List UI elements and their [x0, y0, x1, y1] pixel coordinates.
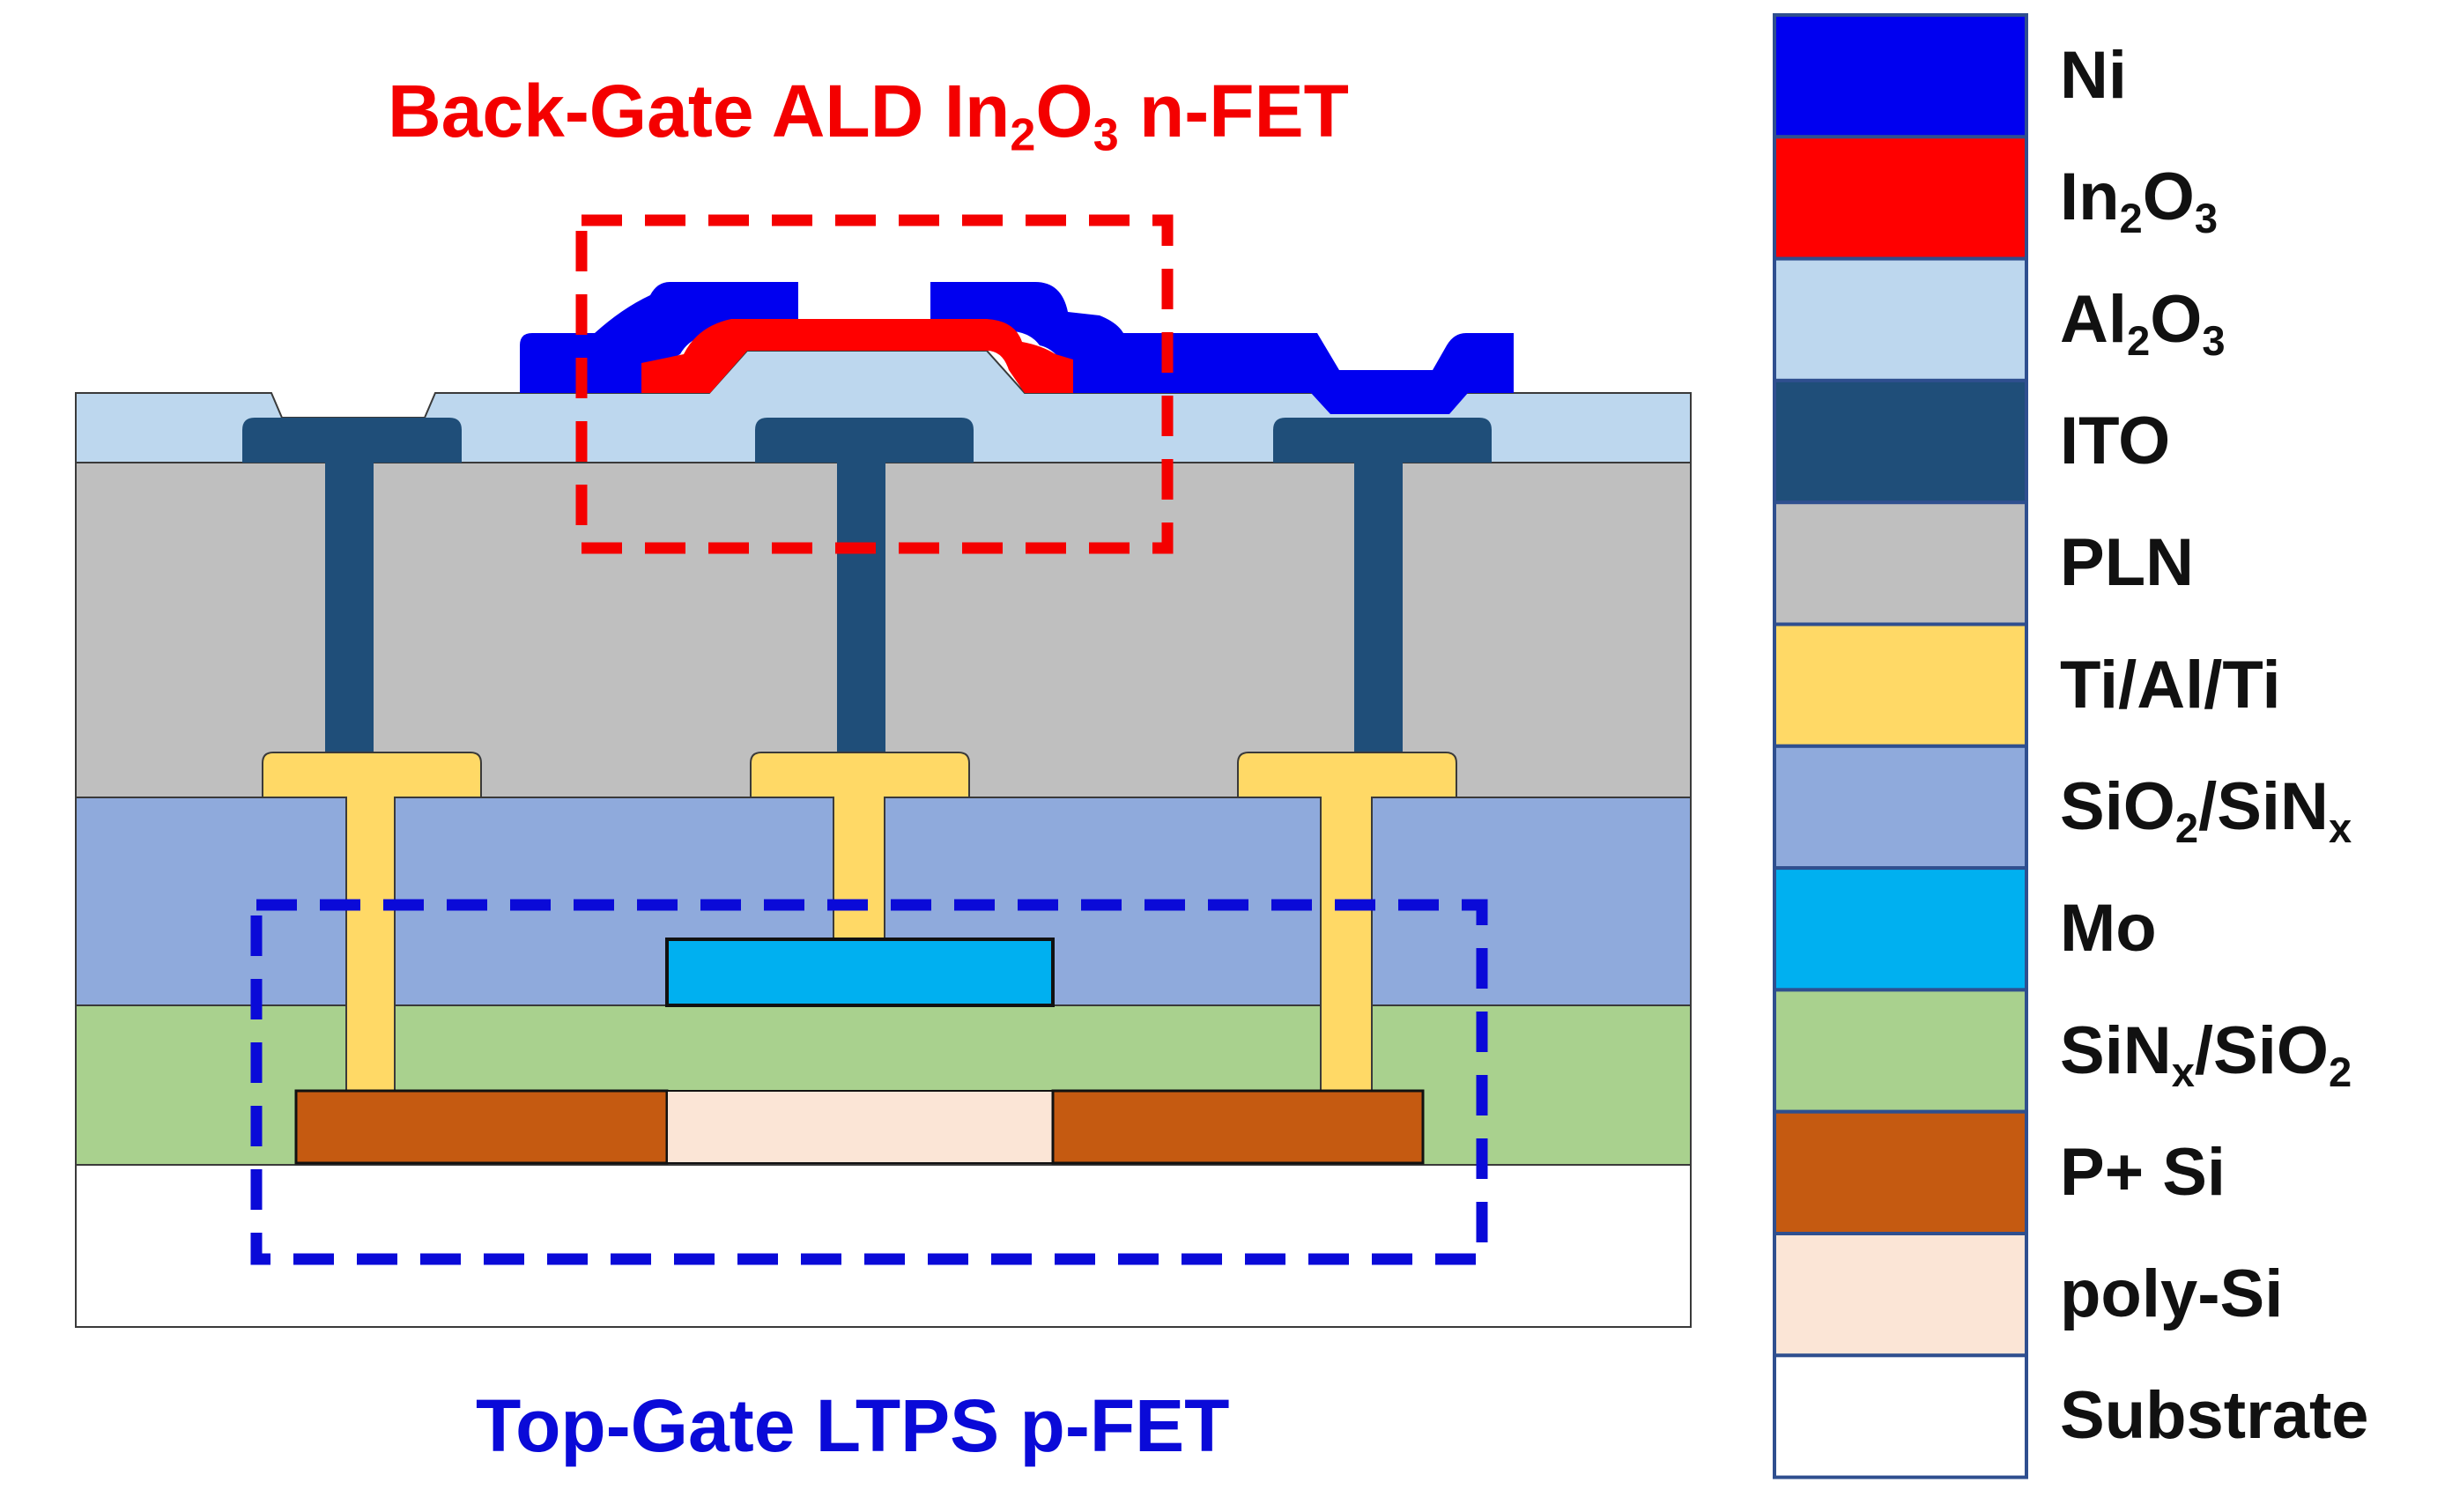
- ito-electrode-right: [1273, 418, 1492, 463]
- legend-label-poly-si: poly-Si: [2060, 1256, 2284, 1332]
- ito-via-middle: [837, 460, 885, 754]
- legend-label-sio2-sinx: SiO2/SiNx: [2060, 768, 2352, 852]
- legend-label-in2o3: In2O3: [2060, 159, 2219, 242]
- legend-label-tialti: Ti/Al/Ti: [2060, 647, 2281, 723]
- legend-label-sinx-sio2: SiNx/SiO2: [2060, 1012, 2352, 1095]
- legend-swatch-substrate: [1773, 1353, 2028, 1479]
- layer-substrate: [75, 1164, 1692, 1328]
- legend-swatch-poly-si: [1773, 1232, 2028, 1358]
- legend-swatch-ni: [1773, 13, 2028, 139]
- legend-label-ni: Ni: [2060, 38, 2127, 114]
- legend-swatch-ito: [1773, 378, 2028, 505]
- legend-label-mo: Mo: [2060, 891, 2157, 967]
- p-si-source: [294, 1089, 669, 1165]
- legend-label-substrate: Substrate: [2060, 1378, 2369, 1454]
- p-si-drain: [1051, 1089, 1425, 1165]
- ito-via-right: [1354, 460, 1403, 754]
- ito-electrode-left: [242, 418, 462, 463]
- mo-gate: [665, 938, 1055, 1007]
- ito-via-left: [325, 460, 374, 754]
- legend-label-al2o3: Al2O3: [2060, 281, 2226, 364]
- nfet-highlight-box: [575, 214, 1174, 554]
- legend-swatch-pln: [1773, 500, 2028, 626]
- legend-swatch-in2o3: [1773, 135, 2028, 261]
- tialti-contact-left: [262, 752, 482, 1093]
- legend-swatch-al2o3: [1773, 256, 2028, 382]
- tialti-contact-right: [1237, 752, 1457, 1093]
- ni-contact-left: [520, 282, 798, 393]
- legend-swatch-tialti: [1773, 622, 2028, 748]
- legend-label-pln: PLN: [2060, 525, 2194, 601]
- ito-electrode-middle: [755, 418, 974, 463]
- legend-swatch-p-si: [1773, 1109, 2028, 1235]
- pfet-highlight-box: [250, 899, 1488, 1265]
- legend-label-p-si: P+ Si: [2060, 1134, 2226, 1210]
- legend-label-ito: ITO: [2060, 404, 2171, 479]
- poly-si-channel: [666, 1090, 1054, 1164]
- legend: [1773, 13, 2028, 1479]
- legend-swatch-sio2-sinx: [1773, 744, 2028, 871]
- nfet-title: Back-Gate ALD In2O3 n-FET: [388, 70, 1349, 161]
- legend-swatch-sinx-sio2: [1773, 988, 2028, 1114]
- ni-contact-right: [930, 282, 1514, 414]
- in2o3-channel: [641, 319, 1073, 393]
- legend-swatch-mo: [1773, 866, 2028, 992]
- tialti-contact-middle: [750, 752, 970, 940]
- pfet-title: Top-Gate LTPS p-FET: [476, 1384, 1230, 1467]
